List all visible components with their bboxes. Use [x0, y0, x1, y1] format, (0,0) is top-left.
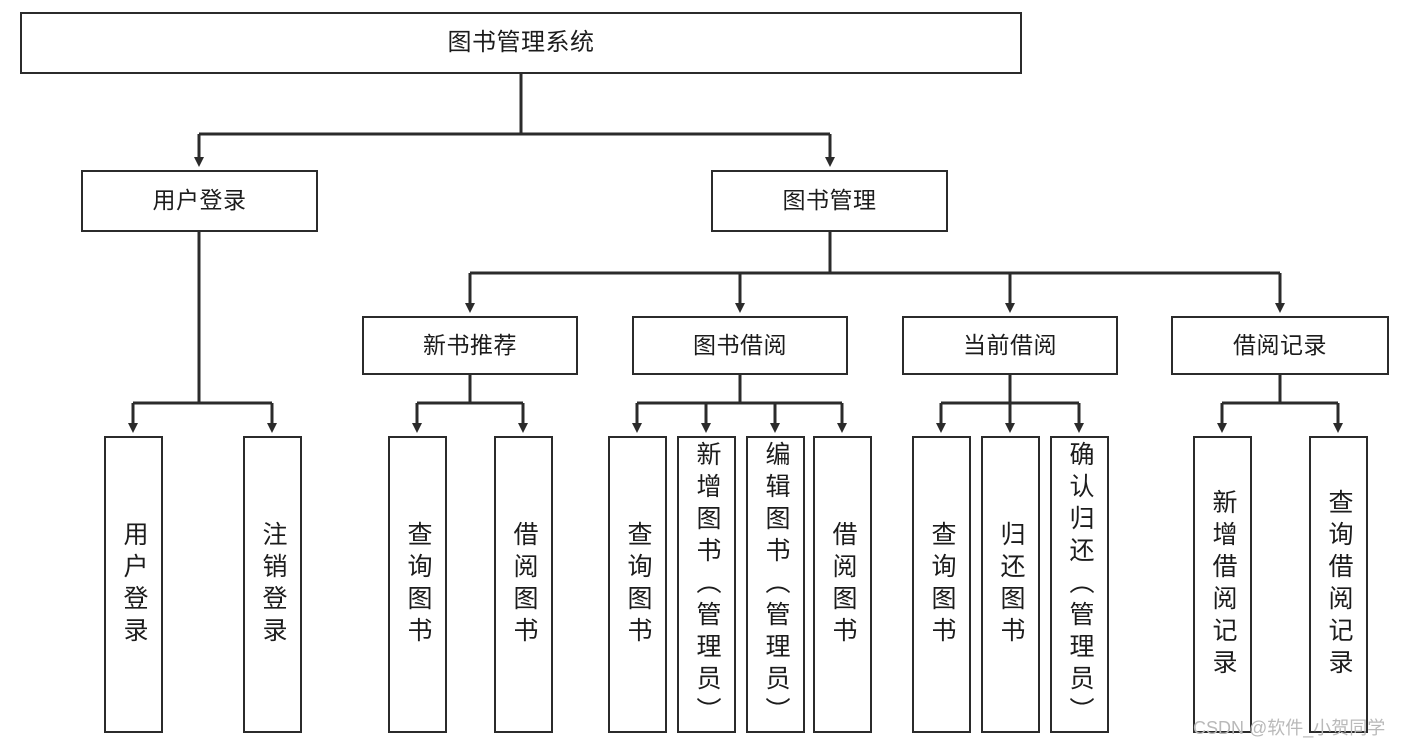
node-user-login[interactable]: 用户登录 [81, 170, 318, 232]
leaf-book-borrow-add[interactable]: 新增图书（管理员） [677, 436, 736, 733]
leaf-borrow-record-query[interactable]: 查询借阅记录 [1309, 436, 1368, 733]
node-new-book-recommend[interactable]: 新书推荐 [362, 316, 578, 375]
node-label: 查询借阅记录 [1325, 488, 1353, 681]
leaf-user-login-login[interactable]: 用户登录 [104, 436, 163, 733]
node-book-management[interactable]: 图书管理 [711, 170, 948, 232]
node-label: 注销登录 [259, 520, 287, 649]
node-current-borrow[interactable]: 当前借阅 [902, 316, 1118, 375]
node-label: 查询图书 [624, 520, 652, 649]
node-label: 新增图书（管理员） [693, 440, 721, 729]
node-label: 当前借阅 [963, 331, 1057, 358]
node-label: 借阅图书 [510, 520, 538, 649]
node-label: 编辑图书（管理员） [762, 440, 790, 729]
node-label: 查询图书 [404, 520, 432, 649]
leaf-current-borrow-return[interactable]: 归还图书 [981, 436, 1040, 733]
node-label: 图书管理 [782, 187, 877, 214]
leaf-book-borrow-query[interactable]: 查询图书 [608, 436, 667, 733]
node-label: 查询图书 [928, 520, 956, 649]
node-label: 借阅记录 [1233, 331, 1327, 358]
node-label: 用户登录 [152, 187, 247, 214]
node-label: 归还图书 [997, 520, 1025, 649]
csdn-watermark: CSDN @软件_小贺同学 [1193, 718, 1386, 738]
node-label: 确认归还（管理员） [1066, 440, 1094, 729]
node-label: 图书借阅 [693, 331, 787, 358]
node-book-borrow[interactable]: 图书借阅 [632, 316, 848, 375]
leaf-book-borrow-lend[interactable]: 借阅图书 [813, 436, 872, 733]
node-label: 用户登录 [120, 520, 148, 649]
leaf-current-borrow-query[interactable]: 查询图书 [912, 436, 971, 733]
leaf-borrow-record-add[interactable]: 新增借阅记录 [1193, 436, 1252, 733]
leaf-new-book-query[interactable]: 查询图书 [388, 436, 447, 733]
node-label: 借阅图书 [829, 520, 857, 649]
node-label: 图书管理系统 [447, 28, 595, 56]
leaf-new-book-borrow[interactable]: 借阅图书 [494, 436, 553, 733]
node-borrow-record[interactable]: 借阅记录 [1171, 316, 1389, 375]
leaf-book-borrow-edit[interactable]: 编辑图书（管理员） [746, 436, 805, 733]
node-label: 新增借阅记录 [1209, 488, 1237, 681]
node-label: 新书推荐 [423, 331, 517, 358]
node-root-system[interactable]: 图书管理系统 [20, 12, 1022, 74]
leaf-current-borrow-confirm-return[interactable]: 确认归还（管理员） [1050, 436, 1109, 733]
leaf-user-login-logout[interactable]: 注销登录 [243, 436, 302, 733]
